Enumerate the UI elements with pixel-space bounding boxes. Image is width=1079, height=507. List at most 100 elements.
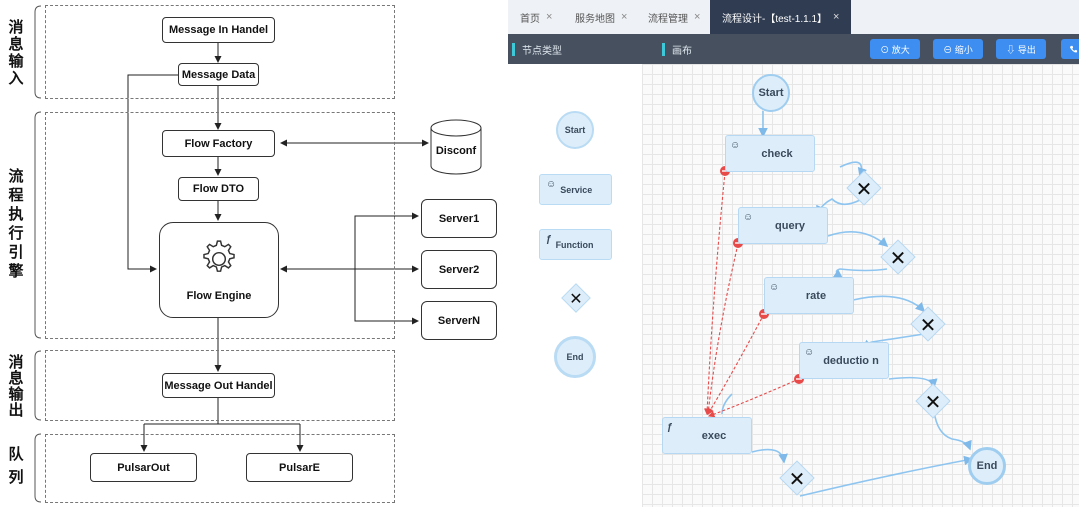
palette-gateway-mark: ✕ — [569, 289, 582, 308]
section-box-output — [45, 350, 395, 421]
canvas-node-check[interactable]: ☺ check — [725, 135, 815, 172]
canvas-node-exec[interactable]: ƒ exec — [662, 417, 752, 454]
close-icon[interactable]: × — [621, 11, 628, 23]
close-icon[interactable]: × — [546, 11, 553, 23]
canvas-node-rate-label: rate — [805, 289, 827, 302]
canvas-node-check-label: check — [761, 147, 793, 160]
function-icon: ƒ — [546, 234, 552, 245]
bracket-input — [34, 5, 42, 99]
section-label-engine-text: 流程执行引擎 — [6, 168, 24, 282]
edge-check-gw1 — [839, 161, 867, 178]
palette-start-node[interactable]: Start — [556, 111, 594, 149]
section-label-input: 消息输入 — [0, 8, 30, 98]
node-message-data: Message Data — [178, 63, 259, 86]
close-icon[interactable]: × — [694, 11, 701, 23]
smile-icon: ☺ — [546, 179, 557, 190]
palette-gateway-node[interactable]: ✕ — [559, 281, 593, 315]
phone-button[interactable] — [1061, 39, 1079, 59]
canvas-node-rate[interactable]: ☺ rate — [764, 277, 854, 314]
canvas-node-deduction[interactable]: ☺ deductio n — [799, 342, 889, 379]
palette-function-node[interactable]: ƒ Function — [539, 229, 612, 260]
canvas-start-node[interactable]: Start — [752, 74, 790, 112]
gateway-2: ✕ — [880, 239, 916, 275]
section-label-queue-text: 队列 — [6, 446, 24, 492]
canvas-node-query[interactable]: ☺ query — [738, 207, 828, 244]
bracket-engine — [34, 111, 42, 339]
tab-service-map[interactable]: 服务地图 × — [575, 0, 627, 34]
section-label-output-text: 消息输出 — [6, 354, 24, 418]
edge-gw5-end — [799, 455, 974, 497]
zoom-out-button[interactable]: ⊖ 缩小 — [933, 39, 983, 59]
section-box-engine — [45, 112, 395, 339]
tab-flow-design[interactable]: 流程设计-【test-1.1.1】 × — [710, 0, 852, 34]
database-icon — [430, 119, 482, 175]
tab-flow-design-label: 流程设计-【test-1.1.1】 — [722, 13, 828, 25]
tab-bar: 首页 × 服务地图 × 流程管理 × 流程设计-【test-1.1.1】 × — [508, 0, 1079, 35]
tab-home[interactable]: 首页 × — [520, 0, 552, 34]
gateway-3-mark: ✕ — [920, 313, 937, 337]
section-label-engine: 流程执行引擎 — [0, 112, 30, 338]
node-message-out-handel: Message Out Handel — [162, 373, 275, 398]
node-types-title: 节点类型 — [512, 34, 562, 64]
tab-flow-management[interactable]: 流程管理 × — [648, 0, 700, 34]
section-label-input-text: 消息输入 — [6, 19, 24, 87]
gateway-5-mark: ✕ — [789, 467, 806, 491]
edge-data-to-engine — [127, 74, 178, 273]
canvas-node-query-label: query — [775, 219, 805, 232]
palette-function-label: Function — [555, 239, 594, 250]
toolbar: 节点类型 画布 ⊙ 放大 ⊖ 缩小 ⇩ 导出 — [508, 34, 1079, 64]
flow-canvas[interactable]: ✕ ✕ ✕ ✕ ✕ Start ☺ check ☺ — [642, 64, 1079, 507]
palette-service-label: Service — [560, 184, 593, 195]
node-types-label: 节点类型 — [522, 45, 562, 57]
phone-icon — [1069, 45, 1077, 52]
smile-icon: ☺ — [804, 347, 815, 358]
canvas-title: 画布 — [662, 34, 692, 64]
edge-exec-gw5 — [751, 448, 788, 464]
edge-query-gw2 — [827, 230, 889, 248]
flow-designer-app: 首页 × 服务地图 × 流程管理 × 流程设计-【test-1.1.1】 × 节… — [508, 0, 1079, 507]
function-icon: ƒ — [667, 422, 673, 433]
section-label-output: 消息输出 — [0, 351, 30, 421]
node-flow-factory: Flow Factory — [162, 130, 275, 157]
palette-end-node[interactable]: End — [554, 336, 596, 378]
node-disconf: Disconf — [435, 145, 477, 157]
node-message-in-handel: Message In Handel — [162, 17, 275, 43]
gateway-4: ✕ — [915, 383, 951, 419]
tab-service-map-label: 服务地图 — [575, 13, 615, 25]
gateway-2-mark: ✕ — [890, 246, 907, 270]
canvas-end-node[interactable]: End — [968, 447, 1006, 485]
architecture-connectors — [34, 5, 482, 503]
edge-engine-server1 — [354, 212, 419, 269]
palette-service-node[interactable]: ☺ Service — [539, 174, 612, 205]
smile-icon: ☺ — [769, 282, 780, 293]
flow-engine-label: Flow Engine — [186, 290, 252, 302]
smile-icon: ☺ — [730, 140, 741, 151]
export-button[interactable]: ⇩ 导出 — [996, 39, 1046, 59]
gateway-4-mark: ✕ — [925, 390, 942, 414]
close-icon[interactable]: × — [833, 11, 840, 23]
node-flow-engine: Flow Engine — [159, 222, 279, 318]
edge-check-error — [703, 171, 726, 416]
section-box-queue — [45, 434, 395, 503]
gateway-1: ✕ — [846, 170, 882, 206]
canvas-node-exec-label: exec — [701, 429, 727, 442]
bracket-output — [34, 350, 42, 421]
node-server1: Server1 — [421, 199, 497, 238]
edge-exec-stub — [721, 393, 733, 415]
edge-deduction-error — [707, 378, 800, 418]
tab-flow-management-label: 流程管理 — [648, 13, 688, 25]
edge-engine-servern — [354, 269, 419, 325]
edge-gw2-rate — [832, 268, 888, 279]
edge-deduction-gw4 — [888, 376, 938, 389]
bracket-queue — [34, 433, 42, 503]
zoom-in-button[interactable]: ⊙ 放大 — [870, 39, 920, 59]
edge-rate-error — [707, 313, 765, 415]
node-pulsar-out: PulsarOut — [90, 453, 197, 482]
section-label-queue: 队列 — [0, 436, 30, 502]
smile-icon: ☺ — [743, 212, 754, 223]
edge-gw4-end — [933, 410, 972, 451]
section-box-input — [45, 5, 395, 99]
edge-rate-gw3 — [852, 295, 926, 313]
gateway-5: ✕ — [779, 460, 815, 496]
node-servern: ServerN — [421, 301, 497, 340]
